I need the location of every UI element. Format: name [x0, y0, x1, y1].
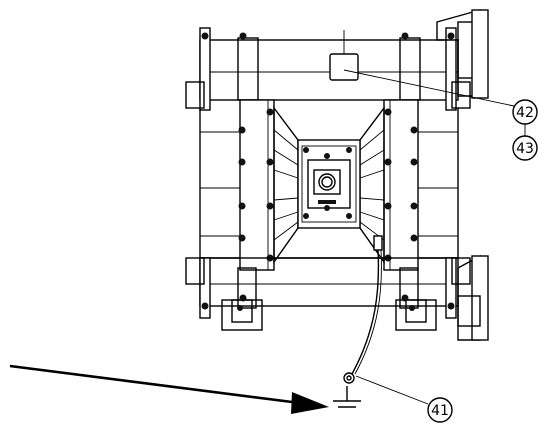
pointer-arrow [9, 364, 329, 414]
bottom-manifold [185, 254, 489, 341]
callout-42-label: 42 [516, 105, 534, 121]
callout-43: 43 [512, 135, 538, 161]
right-chamber [383, 99, 419, 271]
callout-42: 42 [512, 99, 538, 125]
callout-41: 41 [355, 375, 453, 423]
air-valve-block [297, 139, 361, 229]
label-plate [329, 30, 515, 107]
callout-43-label: 43 [516, 141, 534, 157]
ground-wire [343, 235, 383, 384]
top-manifold [185, 9, 489, 111]
left-chamber [238, 99, 275, 271]
ground-symbol [333, 386, 361, 408]
callout-41-label: 41 [431, 403, 449, 419]
